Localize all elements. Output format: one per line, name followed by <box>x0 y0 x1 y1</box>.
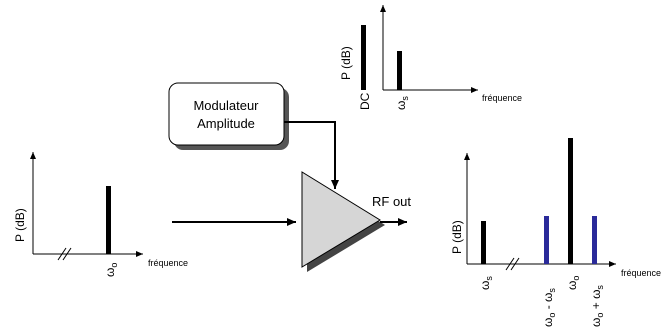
output-bar-label-omega-o: ωo <box>565 276 581 290</box>
modulator-label-line1: Modulateur <box>193 98 259 113</box>
top-bar-omega-s <box>397 51 402 90</box>
input-bar-omega-o <box>106 186 111 254</box>
output-axis-break-1 <box>505 257 515 271</box>
input-spectrum: P (dB) fréquence ωo <box>13 152 188 277</box>
amplifier-triangle <box>301 171 381 268</box>
top-bar-label-omega-s: ωs <box>394 96 410 110</box>
top-bar-label-dc: DC <box>358 92 372 110</box>
output-bar-label-omega-s: ωs <box>478 276 494 290</box>
output-bar-label-omega-o-plus-omega-s: ωo + ωs <box>589 285 605 327</box>
top-spectrum: P (dB) fréquence DC ωs <box>339 5 522 110</box>
input-x-label: fréquence <box>148 258 188 268</box>
input-axis-break-2 <box>62 247 72 261</box>
rf-out-label: RF out <box>372 194 411 209</box>
input-y-label: P (dB) <box>13 208 27 242</box>
output-spectrum: P (dB) fréquence ωs ωo - ωs ωo ωo + ωs <box>450 138 661 327</box>
output-bar-omega-s <box>481 221 486 264</box>
modulator-label-line2: Amplitude <box>197 116 255 131</box>
output-bar-omega-o-minus-omega-s <box>544 216 549 264</box>
output-bar-omega-o-plus-omega-s <box>592 216 597 264</box>
modulator-to-amplifier-arrow <box>284 121 339 189</box>
amplifier <box>301 171 385 272</box>
output-y-label: P (dB) <box>450 220 464 254</box>
input-bar-label-omega-o: ωo <box>103 263 119 277</box>
output-x-label: fréquence <box>621 268 661 278</box>
input-axis-break-1 <box>57 247 67 261</box>
top-x-label: fréquence <box>482 93 522 103</box>
top-y-label: P (dB) <box>339 46 353 80</box>
output-axis-break-2 <box>510 257 520 271</box>
top-bar-dc <box>361 25 366 90</box>
output-bar-omega-o <box>568 138 573 264</box>
modulator-box <box>168 82 285 146</box>
output-bar-label-omega-o-minus-omega-s: ωo - ωs <box>541 288 557 327</box>
modulator-block: Modulateur Amplitude <box>168 82 289 150</box>
